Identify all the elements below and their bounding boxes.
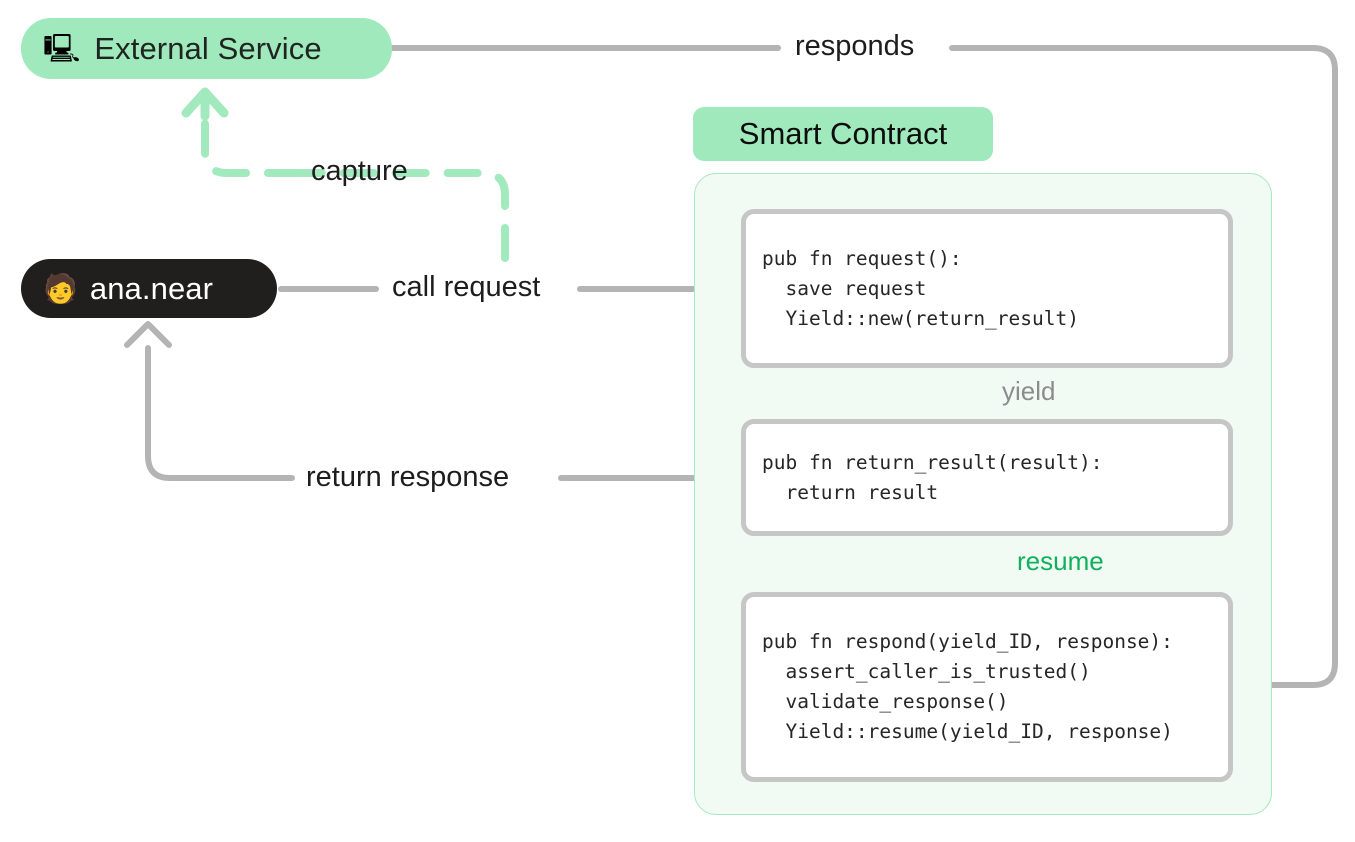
code-block-respond[interactable]: pub fn respond(yield_ID, response): asse… [741,592,1233,782]
edge-label-yield: yield [1002,376,1056,406]
person-icon: 🧑 [43,272,78,304]
user-account-label: ana.near [89,270,214,306]
edge-return-response [124,321,739,481]
edge-label-call-request: call request [392,271,541,303]
edge-label-responds: responds [795,30,915,62]
code-block-return-result[interactable]: pub fn return_result(result): return res… [741,419,1233,536]
external-service-label: External Service [94,30,322,66]
code-text: pub fn respond(yield_ID, response): asse… [762,630,1173,743]
node-external-service[interactable]: 🖳 External Service [21,18,392,79]
code-text: pub fn return_result(result): return res… [762,450,1103,504]
smart-contract-badge[interactable]: Smart Contract [693,107,993,161]
code-block-request[interactable]: pub fn request(): save request Yield::ne… [741,209,1233,368]
code-text: pub fn request(): save request Yield::ne… [762,246,1079,330]
node-user-account[interactable]: 🧑 ana.near [21,259,277,318]
edge-label-resume: resume [1017,546,1104,576]
edge-label-capture: capture [311,155,408,187]
edge-label-return-response: return response [306,461,510,493]
server-tower-icon: 🖳 [43,32,81,64]
